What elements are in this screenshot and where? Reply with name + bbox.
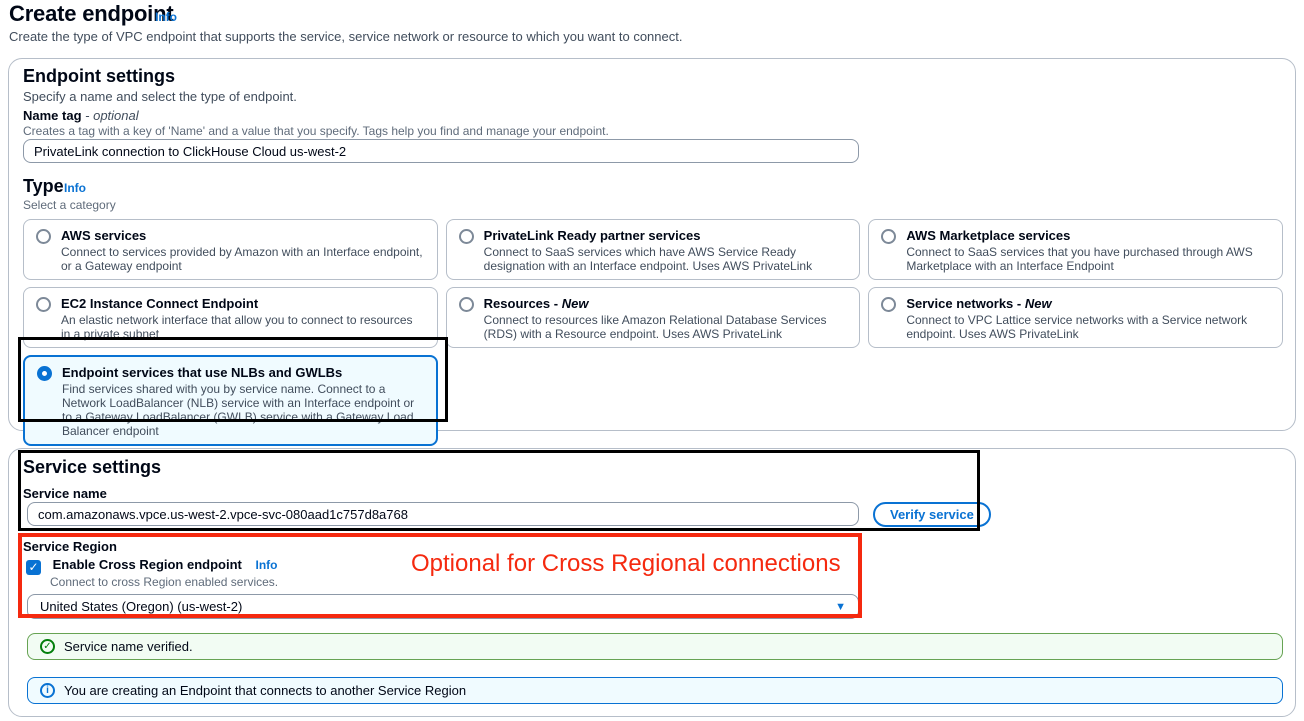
type-option-endpoint-services-nlb-gwlb[interactable]: Endpoint services that use NLBs and GWLB… bbox=[23, 355, 438, 446]
radio-icon[interactable] bbox=[36, 297, 51, 312]
endpoint-settings-panel: Endpoint settings Specify a name and sel… bbox=[8, 58, 1296, 446]
type-option-marketplace[interactable]: AWS Marketplace services Connect to SaaS… bbox=[868, 219, 1283, 280]
radio-icon[interactable] bbox=[36, 229, 51, 244]
service-settings-heading: Service settings bbox=[23, 457, 162, 477]
service-verified-alert: ✓ Service name verified. bbox=[27, 633, 1283, 660]
cross-region-help: Connect to cross Region enabled services… bbox=[50, 575, 279, 589]
radio-icon[interactable] bbox=[458, 229, 474, 244]
chevron-down-icon: ▼ bbox=[835, 600, 846, 613]
type-option-ec2-instance-connect[interactable]: EC2 Instance Connect Endpoint An elastic… bbox=[23, 287, 438, 348]
success-check-icon: ✓ bbox=[40, 639, 55, 654]
cross-region-alert-text: You are creating an Endpoint that connec… bbox=[64, 683, 467, 698]
service-region-label: Service Region bbox=[23, 539, 117, 554]
type-option-aws-services[interactable]: AWS services Connect to services provide… bbox=[23, 219, 438, 280]
type-option-resources[interactable]: Resources - New Connect to resources lik… bbox=[445, 287, 861, 348]
cross-region-checkbox-row: ✓ Enable Cross Region endpoint Info bbox=[26, 557, 278, 575]
type-info-link[interactable]: Info bbox=[64, 181, 86, 195]
cross-region-checkbox[interactable]: ✓ bbox=[26, 560, 41, 575]
service-name-label: Service name bbox=[23, 486, 107, 501]
service-settings-panel: Service settings Service name Verify ser… bbox=[8, 448, 1296, 717]
endpoint-settings-heading: Endpoint settings bbox=[23, 66, 175, 86]
endpoint-settings-description: Specify a name and select the type of en… bbox=[23, 89, 297, 104]
cross-region-info-alert: i You are creating an Endpoint that conn… bbox=[27, 677, 1283, 704]
new-badge: New bbox=[561, 296, 589, 311]
radio-icon[interactable] bbox=[881, 297, 897, 312]
name-tag-help: Creates a tag with a key of 'Name' and a… bbox=[23, 124, 609, 138]
cross-region-info-link[interactable]: Info bbox=[255, 558, 278, 572]
name-tag-label: Name tag - optional bbox=[23, 108, 139, 123]
verify-service-button[interactable]: Verify service bbox=[873, 502, 991, 527]
radio-icon[interactable] bbox=[458, 297, 474, 312]
page-subtitle: Create the type of VPC endpoint that sup… bbox=[9, 29, 683, 44]
name-tag-optional: - optional bbox=[85, 108, 139, 123]
info-circle-icon: i bbox=[40, 683, 55, 698]
type-option-privatelink-partner[interactable]: PrivateLink Ready partner services Conne… bbox=[445, 219, 861, 280]
service-verified-text: Service name verified. bbox=[64, 639, 193, 654]
new-badge: New bbox=[1024, 296, 1052, 311]
service-region-selected-value: United States (Oregon) (us-west-2) bbox=[40, 599, 243, 614]
cross-region-checkbox-label: Enable Cross Region endpoint bbox=[52, 557, 242, 572]
service-name-input[interactable] bbox=[27, 502, 859, 526]
type-description: Select a category bbox=[23, 198, 116, 212]
type-option-cards: AWS services Connect to services provide… bbox=[23, 219, 1283, 446]
page-title-info-link[interactable]: Info bbox=[155, 10, 177, 24]
service-region-select[interactable]: United States (Oregon) (us-west-2) ▼ bbox=[27, 594, 859, 619]
radio-icon[interactable] bbox=[881, 229, 897, 244]
type-option-service-networks[interactable]: Service networks - New Connect to VPC La… bbox=[868, 287, 1283, 348]
name-tag-input[interactable] bbox=[23, 139, 859, 163]
radio-icon-selected[interactable] bbox=[37, 366, 52, 381]
page-title: Create endpoint bbox=[9, 1, 174, 26]
type-heading: Type bbox=[23, 176, 64, 196]
